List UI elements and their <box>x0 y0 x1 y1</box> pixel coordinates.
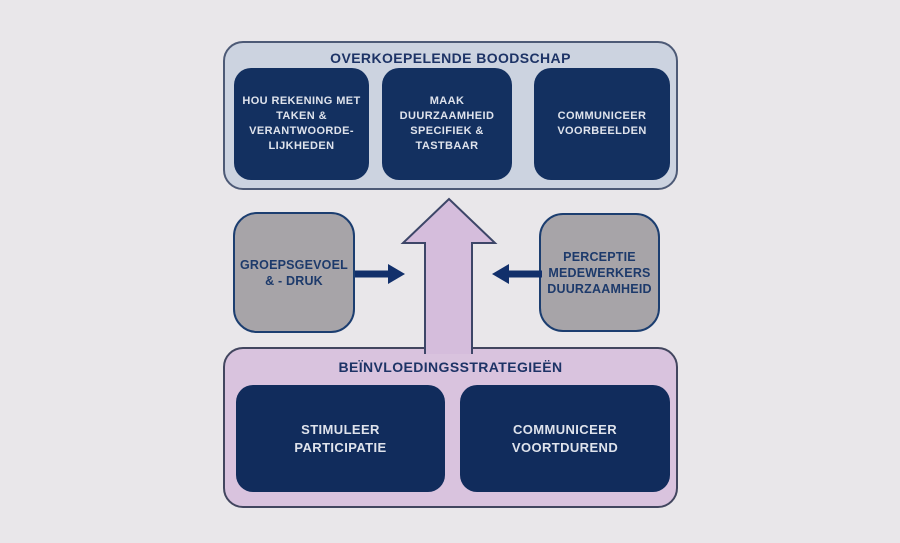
top-message-box-tasks: HOU REKENING MET TAKEN & VERANTWOORDE- L… <box>234 68 369 180</box>
perception-box: PERCEPTIE MEDEWERKERS DUURZAAMHEID <box>539 213 660 332</box>
influence-strategies-container: BEÏNVLOEDINGSSTRATEGIEËN STIMULEER PARTI… <box>223 347 678 508</box>
perception-box-label: PERCEPTIE MEDEWERKERS DUURZAAMHEID <box>547 249 652 296</box>
strategy-box-communicate: COMMUNICEER VOORTDUREND <box>460 385 670 492</box>
top-message-box-tasks-label: HOU REKENING MET TAKEN & VERANTWOORDE- L… <box>242 95 361 152</box>
top-message-box-examples-label: COMMUNICEER VOORBEELDEN <box>557 110 647 137</box>
arrow-up-icon <box>400 197 498 354</box>
top-section-title: OVERKOEPELENDE BOODSCHAP <box>330 50 571 66</box>
top-message-box-examples: COMMUNICEER VOORBEELDEN <box>534 68 670 180</box>
arrow-left-icon <box>492 264 542 284</box>
strategy-box-participation-label: STIMULEER PARTICIPATIE <box>294 421 387 455</box>
overarching-message-container: OVERKOEPELENDE BOODSCHAP HOU REKENING ME… <box>223 41 678 190</box>
group-feeling-box-label: GROEPSGEVOEL & - DRUK <box>240 257 348 288</box>
arrow-right-icon <box>355 264 405 284</box>
top-message-box-specific: MAAK DUURZAAMHEID SPECIFIEK & TASTBAAR <box>382 68 512 180</box>
strategy-box-communicate-label: COMMUNICEER VOORTDUREND <box>511 421 619 455</box>
group-feeling-box: GROEPSGEVOEL & - DRUK <box>233 212 355 333</box>
strategy-box-participation: STIMULEER PARTICIPATIE <box>236 385 445 492</box>
bottom-section-title: BEÏNVLOEDINGSSTRATEGIEËN <box>338 359 563 375</box>
top-message-box-specific-label: MAAK DUURZAAMHEID SPECIFIEK & TASTBAAR <box>399 95 495 152</box>
